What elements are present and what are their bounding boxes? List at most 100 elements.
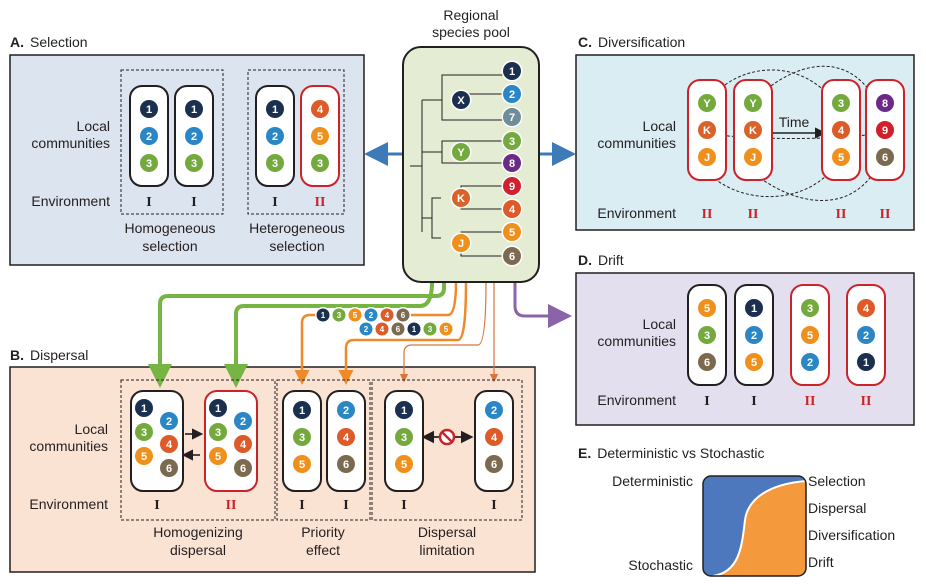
- species-label: 4: [385, 311, 390, 320]
- species-X-icon: X: [450, 89, 472, 111]
- species-disc: [160, 435, 178, 453]
- species-disc: [801, 299, 819, 317]
- species-disc: [185, 100, 203, 118]
- species-disc: [293, 428, 311, 446]
- species-label: 4: [863, 303, 870, 315]
- species-label: 5: [141, 451, 147, 463]
- blocked-dispersal: [421, 428, 474, 446]
- species-disc: [266, 154, 284, 172]
- species-disc: [503, 108, 521, 126]
- species-K-icon: K: [450, 187, 472, 209]
- species-1-icon: 1: [406, 321, 422, 337]
- species-5-icon: 5: [393, 453, 415, 475]
- community-1: 123: [129, 85, 169, 187]
- homogenizing-label-1: Homogenizing: [153, 524, 243, 540]
- legend-drift: Drift: [808, 554, 834, 570]
- species-J-icon: J: [696, 146, 718, 168]
- species-label: Y: [457, 147, 465, 159]
- species-label: 2: [146, 131, 152, 143]
- environment-label: I: [401, 498, 406, 513]
- species-disc: [698, 326, 716, 344]
- species-disc: [135, 447, 153, 465]
- arrow-homog-1: [148, 282, 446, 388]
- species-label: 3: [146, 158, 152, 170]
- species-disc: [396, 308, 410, 322]
- lineage-j-to-5: [706, 169, 833, 198]
- species-5-icon: 5: [347, 307, 363, 323]
- species-8-icon: 8: [501, 152, 523, 174]
- homogeneous-label-1: Homogeneous: [124, 220, 215, 236]
- species-disc: [503, 62, 521, 80]
- limitation-community-1: 135: [384, 390, 424, 492]
- species-6-icon: 6: [501, 245, 523, 267]
- species-disc: [185, 127, 203, 145]
- species-label: 1: [272, 104, 278, 116]
- species-disc: [234, 459, 252, 477]
- species-disc: [160, 412, 178, 430]
- species-disc: [185, 154, 203, 172]
- species-4-icon: 4: [374, 321, 390, 337]
- selection-env-label: Environment: [31, 193, 110, 209]
- priority-label-2: effect: [306, 542, 340, 558]
- species-pool-box: [402, 46, 540, 283]
- species-1-icon: 1: [264, 98, 286, 120]
- species-label: 2: [240, 416, 246, 428]
- species-label: 8: [509, 158, 515, 170]
- drift-title: D.Drift: [578, 252, 624, 268]
- species-4-icon: 4: [855, 297, 877, 319]
- species-2-icon: 2: [335, 399, 357, 421]
- species-label: 3: [838, 98, 844, 110]
- species-disc: [135, 423, 153, 441]
- species-3-icon: 3: [183, 152, 205, 174]
- species-label: 1: [401, 405, 407, 417]
- species-label: 2: [807, 357, 813, 369]
- species-5-icon: 5: [799, 324, 821, 346]
- dispersal-env-label: Environment: [29, 496, 108, 512]
- heterogeneous-group: [247, 69, 345, 215]
- species-label: 6: [166, 463, 172, 475]
- species-4-icon: 4: [483, 426, 505, 448]
- homogeneous-label-2: selection: [142, 238, 197, 254]
- species-K-icon: K: [742, 119, 764, 141]
- species-label: 1: [141, 403, 147, 415]
- species-label: 4: [380, 325, 385, 334]
- species-disc: [744, 94, 762, 112]
- species-disc: [485, 455, 503, 473]
- species-2-icon: 2: [363, 307, 379, 323]
- species-3-icon: 3: [501, 130, 523, 152]
- species-1-icon: 1: [393, 399, 415, 421]
- community-3: 345: [821, 79, 861, 181]
- species-label: 4: [166, 439, 173, 451]
- species-label: 5: [444, 325, 449, 334]
- species-label: 4: [317, 104, 324, 116]
- species-disc: [485, 428, 503, 446]
- species-3-icon: 3: [291, 426, 313, 448]
- species-label: 3: [428, 325, 433, 334]
- species-label: X: [457, 95, 465, 107]
- species-disc: [452, 91, 470, 109]
- species-2-icon: 2: [855, 324, 877, 346]
- community-4: 421: [846, 284, 886, 386]
- arrow-to-drift: [513, 282, 572, 328]
- species-5-icon: 5: [438, 321, 454, 337]
- species-disc: [503, 177, 521, 195]
- homogeneous-group: [120, 69, 224, 215]
- species-4-icon: 4: [232, 433, 254, 455]
- species-1-icon: 1: [207, 397, 229, 419]
- lineage-j-to-6: [751, 170, 876, 201]
- diversification-env-label: Environment: [597, 205, 676, 221]
- species-4-icon: 4: [501, 198, 523, 220]
- environment-label: I: [299, 498, 304, 513]
- environment-label: I: [154, 498, 159, 513]
- legend-selection: Selection: [808, 473, 866, 489]
- species-disc: [503, 247, 521, 265]
- environment-label: I: [343, 498, 348, 513]
- limitation-community-2: 246: [474, 390, 514, 492]
- species-disc: [452, 234, 470, 252]
- species-label: 8: [882, 98, 888, 110]
- species-disc: [311, 127, 329, 145]
- environment-label: I: [704, 394, 709, 409]
- species-disc: [140, 127, 158, 145]
